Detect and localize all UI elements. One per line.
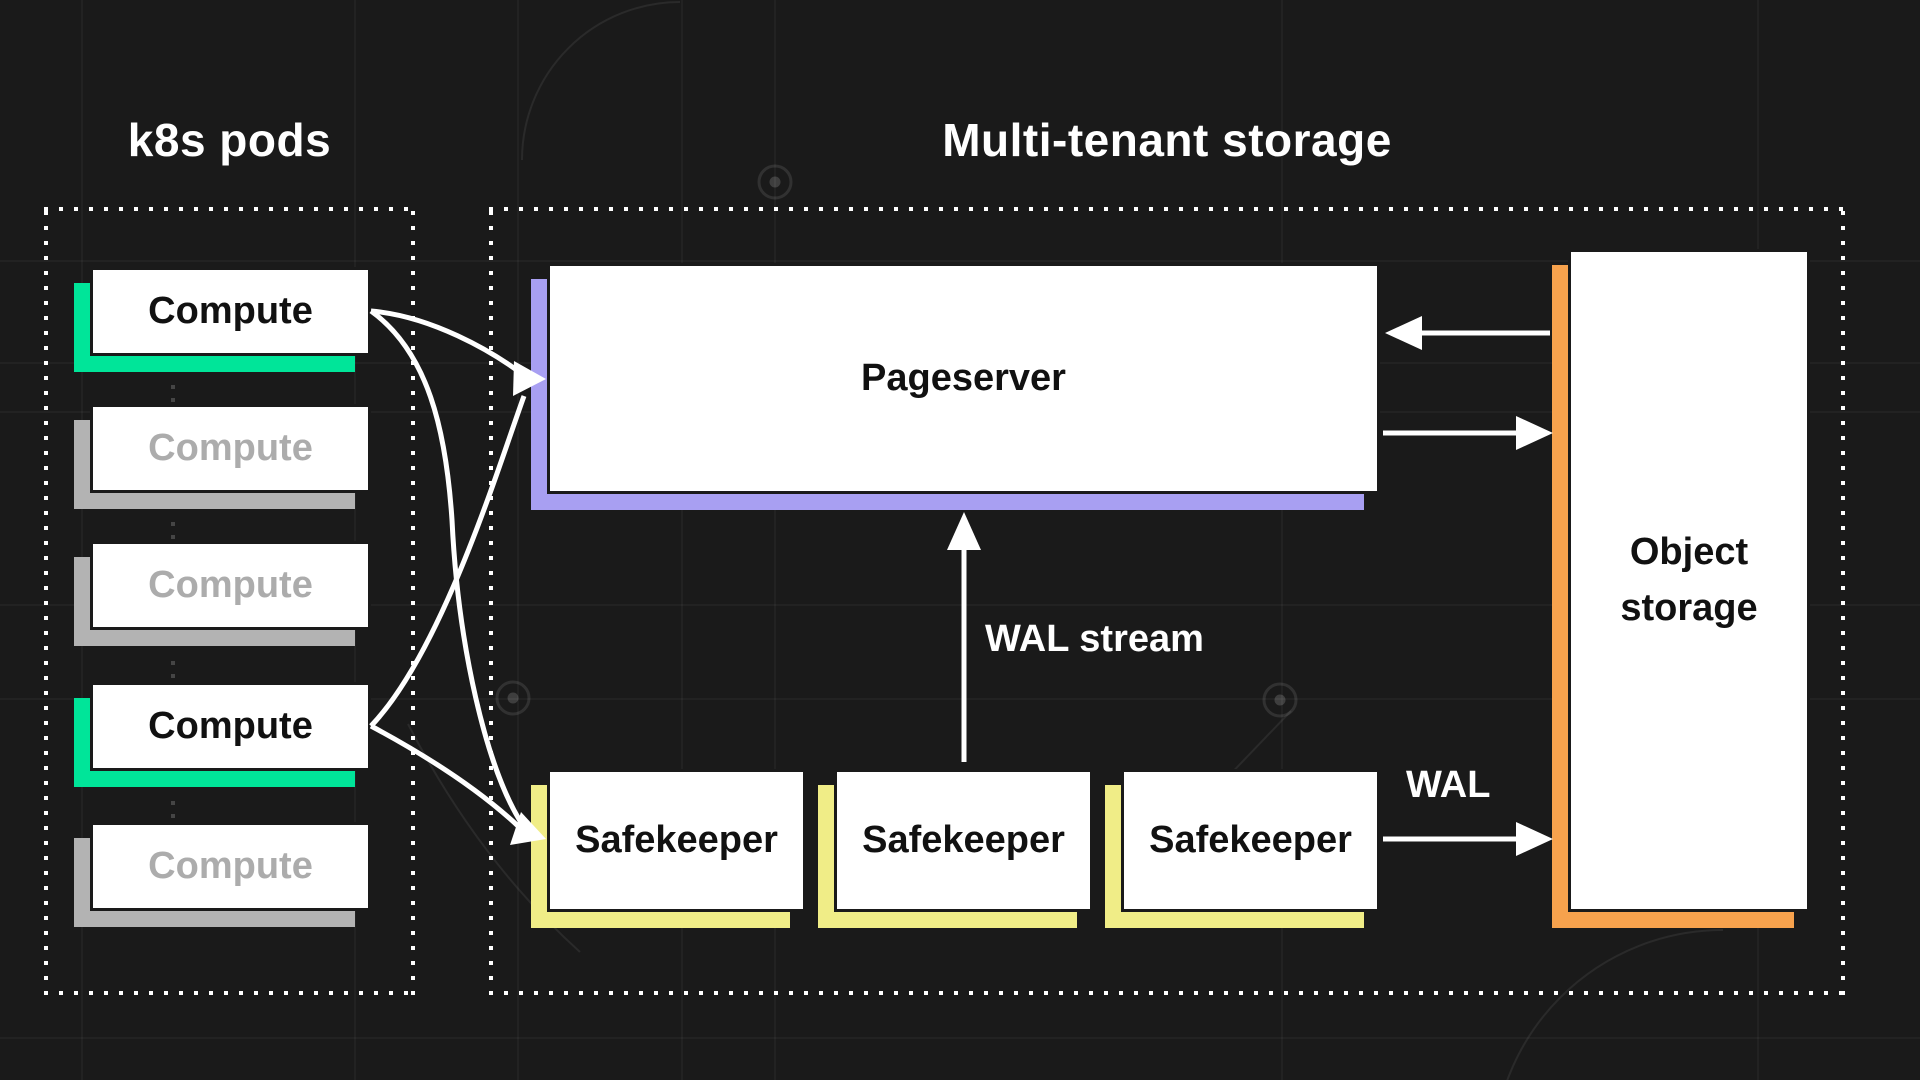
compute-node-3: Compute bbox=[90, 541, 371, 630]
k8s-pods-title: k8s pods bbox=[127, 114, 332, 166]
compute-node-3-label: Compute bbox=[148, 563, 313, 606]
safekeeper-2-label: Safekeeper bbox=[862, 818, 1065, 861]
wal-annotation: WAL bbox=[1406, 764, 1491, 806]
safekeeper-node-2: Safekeeper bbox=[834, 769, 1093, 912]
pageserver-label: Pageserver bbox=[861, 356, 1066, 399]
compute-gap-dots-1 bbox=[171, 376, 175, 402]
safekeeper-3-label: Safekeeper bbox=[1149, 818, 1352, 861]
compute-node-5-label: Compute bbox=[148, 844, 313, 887]
wal-stream-annotation: WAL stream bbox=[985, 618, 1204, 660]
object-storage-node: Object storage bbox=[1568, 249, 1810, 912]
safekeeper-1-label: Safekeeper bbox=[575, 818, 778, 861]
compute-gap-dots-2 bbox=[171, 513, 175, 539]
compute-gap-dots-3 bbox=[171, 652, 175, 678]
safekeeper-node-1: Safekeeper bbox=[547, 769, 806, 912]
compute-node-1-label: Compute bbox=[148, 289, 313, 332]
compute-gap-dots-4 bbox=[171, 792, 175, 818]
compute-node-2-label: Compute bbox=[148, 426, 313, 469]
multi-tenant-storage-title: Multi-tenant storage bbox=[942, 114, 1392, 166]
safekeeper-node-3: Safekeeper bbox=[1121, 769, 1380, 912]
compute-node-5: Compute bbox=[90, 822, 371, 911]
compute-node-4-label: Compute bbox=[148, 704, 313, 747]
object-storage-label: Object storage bbox=[1620, 531, 1758, 629]
pageserver-node: Pageserver bbox=[547, 263, 1380, 494]
compute-node-4: Compute bbox=[90, 682, 371, 771]
compute-node-2: Compute bbox=[90, 404, 371, 493]
compute-node-1: Compute bbox=[90, 267, 371, 356]
